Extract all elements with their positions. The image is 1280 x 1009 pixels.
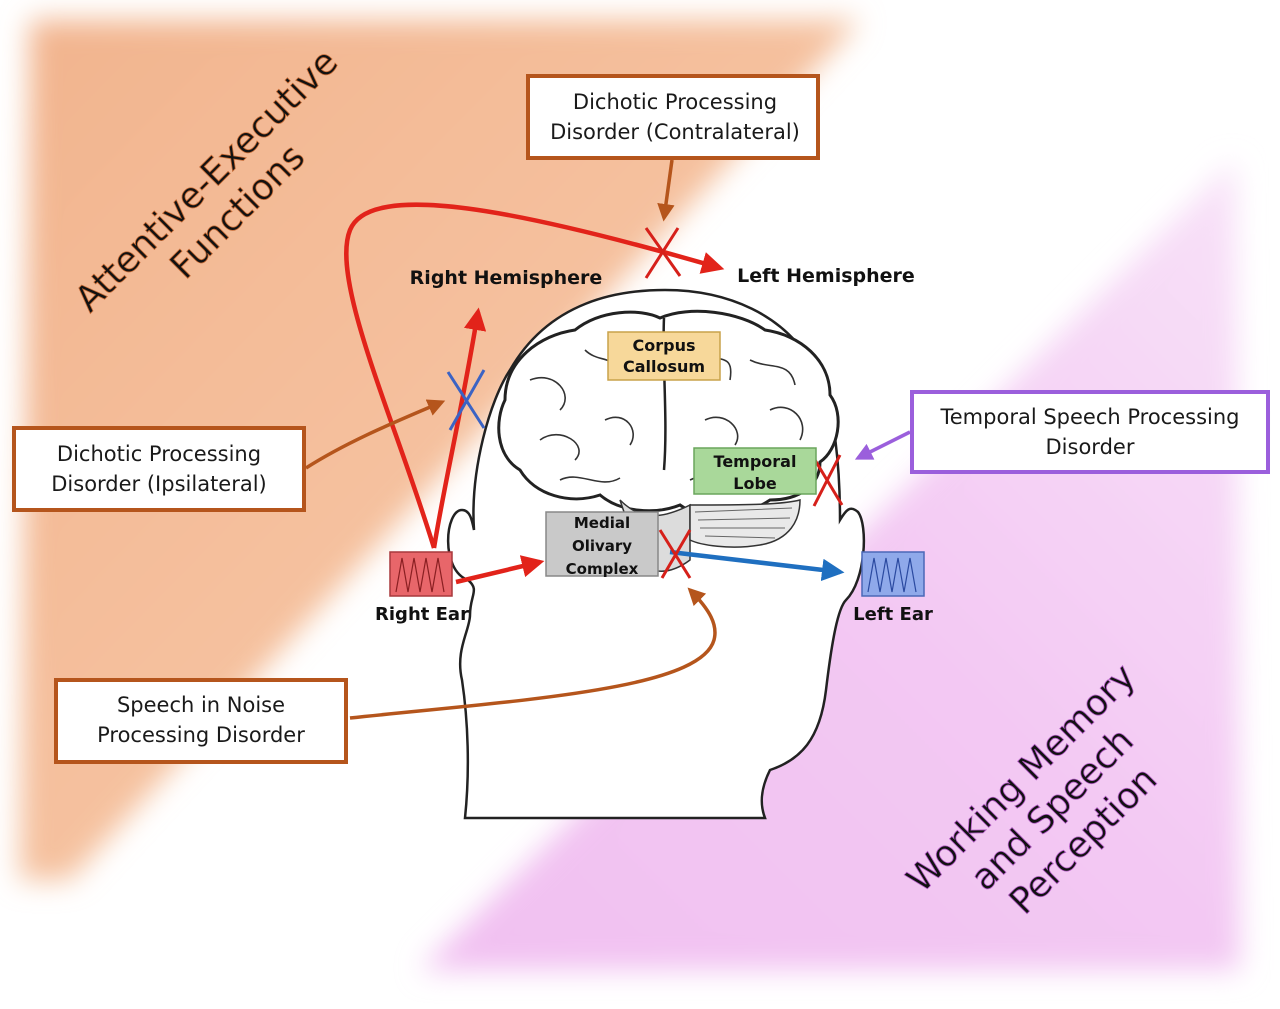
right-ear: Right Ear — [375, 551, 469, 625]
right-ear-label: Right Ear — [375, 604, 469, 625]
contralateral-label-1: Dichotic Processing — [573, 90, 777, 114]
left-ear-label: Left Ear — [853, 604, 933, 625]
ipsilateral-label-2: Disorder (Ipsilateral) — [51, 472, 267, 496]
ipsilateral-label-1: Dichotic Processing — [57, 442, 261, 466]
medial-olivary-region: Medial Olivary Complex — [545, 511, 659, 578]
corpus-callosum-label-1: Corpus — [633, 336, 696, 355]
contralateral-disorder-box: Dichotic Processing Disorder (Contralate… — [526, 74, 820, 160]
right-hemisphere-label: Right Hemisphere — [410, 267, 603, 289]
olivary-to-left-ear-path — [669, 549, 845, 582]
ipsilateral-disorder-box: Dichotic Processing Disorder (Ipsilatera… — [12, 426, 306, 512]
contralateral-label-2: Disorder (Contralateral) — [550, 120, 800, 144]
contralateral-x-mark — [644, 227, 682, 279]
contralateral-pathway — [344, 202, 725, 549]
disruption-marks — [446, 227, 844, 579]
right-ear-to-olivary-path — [455, 555, 545, 585]
disorder-connectors — [305, 159, 911, 720]
ipsilateral-pathway — [431, 307, 487, 549]
temporal-speech-label-2: Disorder — [1046, 435, 1135, 459]
temporal-x-mark — [810, 454, 844, 507]
ipsilateral-x-mark — [446, 369, 486, 431]
medial-olivary-label-2: Olivary — [572, 537, 632, 555]
olivary-x-mark — [658, 529, 692, 579]
corpus-callosum-label-2: Callosum — [623, 357, 705, 376]
temporal-lobe-label-1: Temporal — [714, 452, 797, 471]
speech-noise-disorder-box: Speech in Noise Processing Disorder — [54, 678, 348, 764]
medial-olivary-label-1: Medial — [574, 514, 630, 532]
corpus-callosum-region: Corpus Callosum — [607, 331, 721, 381]
speech-noise-label-2: Processing Disorder — [97, 723, 305, 747]
left-hemisphere-label: Left Hemisphere — [737, 265, 915, 287]
temporal-lobe-region: Temporal Lobe — [693, 447, 817, 495]
left-ear: Left Ear — [853, 551, 933, 625]
temporal-speech-disorder-box: Temporal Speech Processing Disorder — [910, 390, 1270, 474]
temporal-lobe-label-2: Lobe — [733, 474, 777, 493]
speech-noise-label-1: Speech in Noise — [117, 693, 285, 717]
medial-olivary-label-3: Complex — [566, 560, 639, 578]
temporal-speech-label-1: Temporal Speech Processing — [940, 405, 1240, 429]
neural-pathways — [344, 202, 845, 585]
